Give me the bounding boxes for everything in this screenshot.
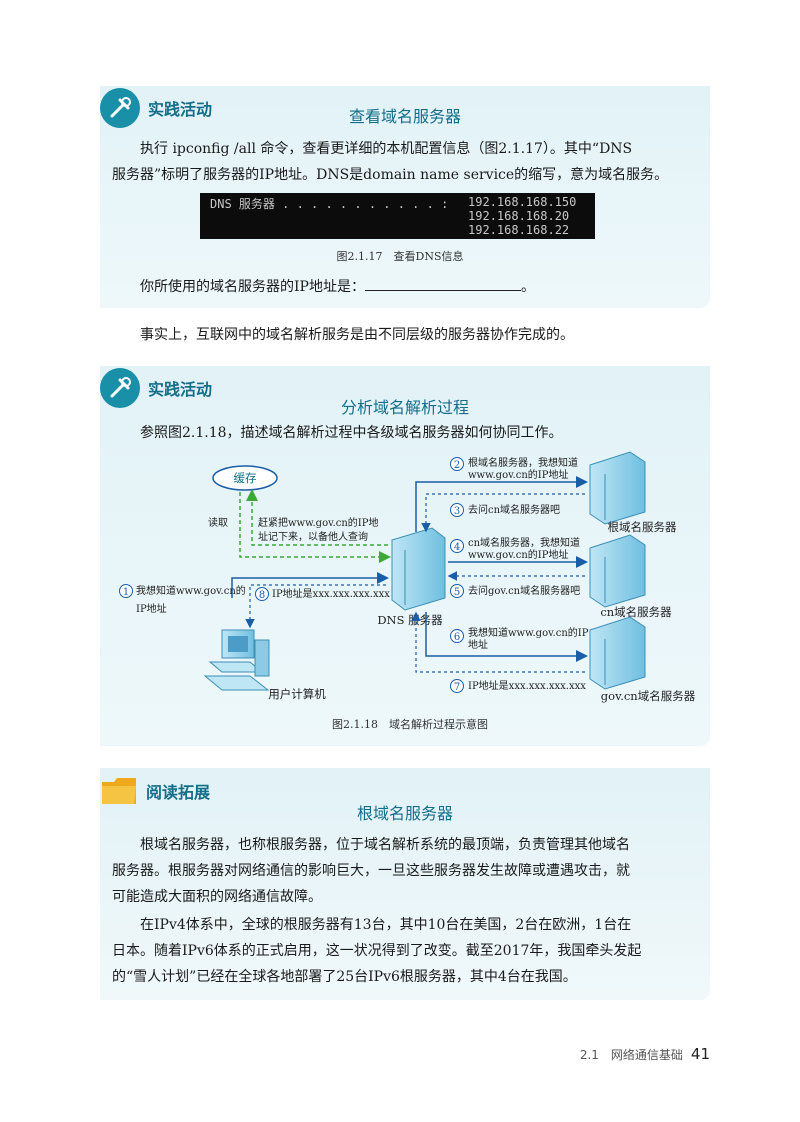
step1-line-2: IP地址	[136, 602, 167, 615]
reading-p2-line-2: 日本。随着IPv6体系的正式启用，这一状况得到了改变。截至2017年，我国牵头发…	[112, 943, 642, 959]
hammer-wrench-icon	[100, 368, 140, 408]
user-computer-label: 用户计算机	[268, 687, 326, 701]
activity1-line-2: 服务器”标明了服务器的IP地址。DNS是domain name service的…	[112, 167, 669, 183]
step7-arrow	[411, 611, 585, 673]
console-ip-1: 192.168.168.150	[468, 195, 577, 209]
activity1-text: 执行 ipconfig /all 命令，查看更详细的本机配置信息（图2.1.17…	[112, 136, 712, 188]
save-cache-arrow	[246, 489, 388, 546]
cache-node	[212, 465, 278, 491]
reading-p1-line-1: 根域名服务器，也称根服务器，位于域名解析系统的最顶端，负责管理其他域名	[140, 837, 630, 853]
gov-cn-server-label: gov.cn域名服务器	[601, 689, 696, 703]
reading-p2-line-1: 在IPv4体系中，全球的根服务器有13台，其中10台在美国，2台在欧洲，1台在	[140, 917, 632, 933]
folder-icon	[100, 776, 138, 806]
reading-p2-line-3: 的“雪人计划”已经在全球各地部署了25台IPv6根服务器，其中4台在我国。	[112, 969, 577, 985]
activity2-intro: 参照图2.1.18，描述域名解析过程中各级域名服务器如何协同工作。	[140, 425, 563, 441]
activity1-line-1: 执行 ipconfig /all 命令，查看更详细的本机配置信息（图2.1.17…	[140, 141, 633, 157]
question-end: 。	[520, 279, 535, 295]
step2-number: 2	[454, 460, 460, 471]
reading-paragraph-2: 在IPv4体系中，全球的根服务器有13台，其中10台在美国，2台在欧洲，1台在 …	[112, 912, 712, 990]
cache-label: 缓存	[234, 471, 257, 485]
console-ip-3: 192.168.168.22	[468, 223, 570, 237]
dns-server-label: DNS 服务器	[377, 613, 443, 627]
footer-section: 2.1 网络通信基础	[579, 1048, 683, 1062]
dns-server-icon	[391, 527, 446, 611]
reading-header: 阅读拓展	[100, 776, 210, 806]
step2-line-2: www.gov.cn的IP地址	[468, 468, 568, 481]
step8-arrow	[245, 584, 386, 629]
reading-label: 阅读拓展	[146, 783, 211, 802]
answer-blank[interactable]	[364, 276, 521, 291]
page-footer: 2.1 网络通信基础 41	[580, 1045, 710, 1063]
save-note-line-1: 赶紧把www.gov.cn的IP地	[258, 516, 378, 529]
step7-line-1: IP地址是xxx.xxx.xxx.xxx	[468, 679, 586, 692]
step6-line-1: 我想知道www.gov.cn的IP	[468, 626, 589, 639]
reading-p1-line-3: 可能造成大面积的网络通信故障。	[112, 889, 322, 905]
step8-line-1: IP地址是xxx.xxx.xxx.xxx	[272, 587, 390, 600]
cn-server-icon	[589, 534, 646, 608]
activity2-title: 分析域名解析过程	[340, 398, 469, 417]
step2-line-1: 根域名服务器，我想知道	[468, 456, 578, 469]
step6-arrow	[425, 612, 588, 662]
step3-line-1: 去问cn域名服务器吧	[468, 503, 560, 516]
step4-line-2: www.gov.cn的IP地址	[468, 548, 568, 561]
read-label: 读取	[208, 516, 228, 529]
step1-number: 1	[123, 587, 129, 598]
activity-header-1: 实践活动	[100, 88, 212, 128]
hammer-wrench-icon	[100, 88, 140, 128]
console-label: DNS 服务器 . . . . . . . . . . . :	[210, 197, 449, 211]
step7-number: 7	[454, 682, 460, 693]
step3-arrow	[421, 493, 585, 533]
cn-server-label: cn域名服务器	[600, 605, 672, 619]
reading-title: 根域名服务器	[356, 804, 453, 823]
console-ip-2: 192.168.168.20	[468, 209, 570, 223]
user-computer-icon	[203, 629, 270, 691]
step4-number: 4	[454, 542, 460, 553]
save-note-line-2: 址记下来，以备他人查询	[258, 530, 368, 543]
step1-arrow	[231, 572, 389, 598]
read-cache-arrow	[239, 492, 391, 563]
reading-paragraph-1: 根域名服务器，也称根服务器，位于域名解析系统的最顶端，负责管理其他域名 服务器。…	[112, 832, 712, 910]
figure-caption-2-1-17: 图2.1.17 查看DNS信息	[336, 250, 464, 263]
activity1-title: 查看域名服务器	[348, 107, 461, 126]
step6-line-2: 地址	[468, 638, 488, 651]
activity1-question: 你所使用的域名服务器的IP地址是： 。	[140, 274, 700, 300]
question-text: 你所使用的域名服务器的IP地址是：	[140, 279, 365, 295]
root-server-label: 根域名服务器	[608, 520, 677, 534]
page-number: 41	[690, 1045, 710, 1063]
step6-number: 6	[454, 632, 460, 643]
activity-label: 实践活动	[148, 100, 213, 119]
step4-line-1: cn域名服务器，我想知道	[468, 536, 580, 549]
reading-box	[100, 768, 710, 1000]
activity-header-2: 实践活动	[100, 368, 212, 408]
figure-caption-2-1-18: 图2.1.18 域名解析过程示意图	[332, 718, 488, 731]
step5-number: 5	[454, 587, 460, 598]
gov-cn-server-icon	[589, 616, 646, 690]
step8-number: 8	[259, 590, 265, 601]
step5-line-1: 去问gov.cn域名服务器吧	[468, 584, 580, 597]
body-paragraph: 事实上，互联网中的域名解析服务是由不同层级的服务器协作完成的。	[140, 327, 574, 343]
step2-arrow	[415, 476, 588, 532]
console-output: DNS 服务器 . . . . . . . . . . . : 192.168.…	[200, 193, 595, 239]
root-server-icon	[589, 451, 646, 525]
step1-line-1: 我想知道www.gov.cn的	[136, 584, 246, 597]
step3-number: 3	[454, 506, 460, 517]
reading-p1-line-2: 服务器。根服务器对网络通信的影响巨大，一旦这些服务器发生故障或遭遇攻击，就	[112, 863, 630, 879]
activity-label: 实践活动	[148, 380, 213, 399]
